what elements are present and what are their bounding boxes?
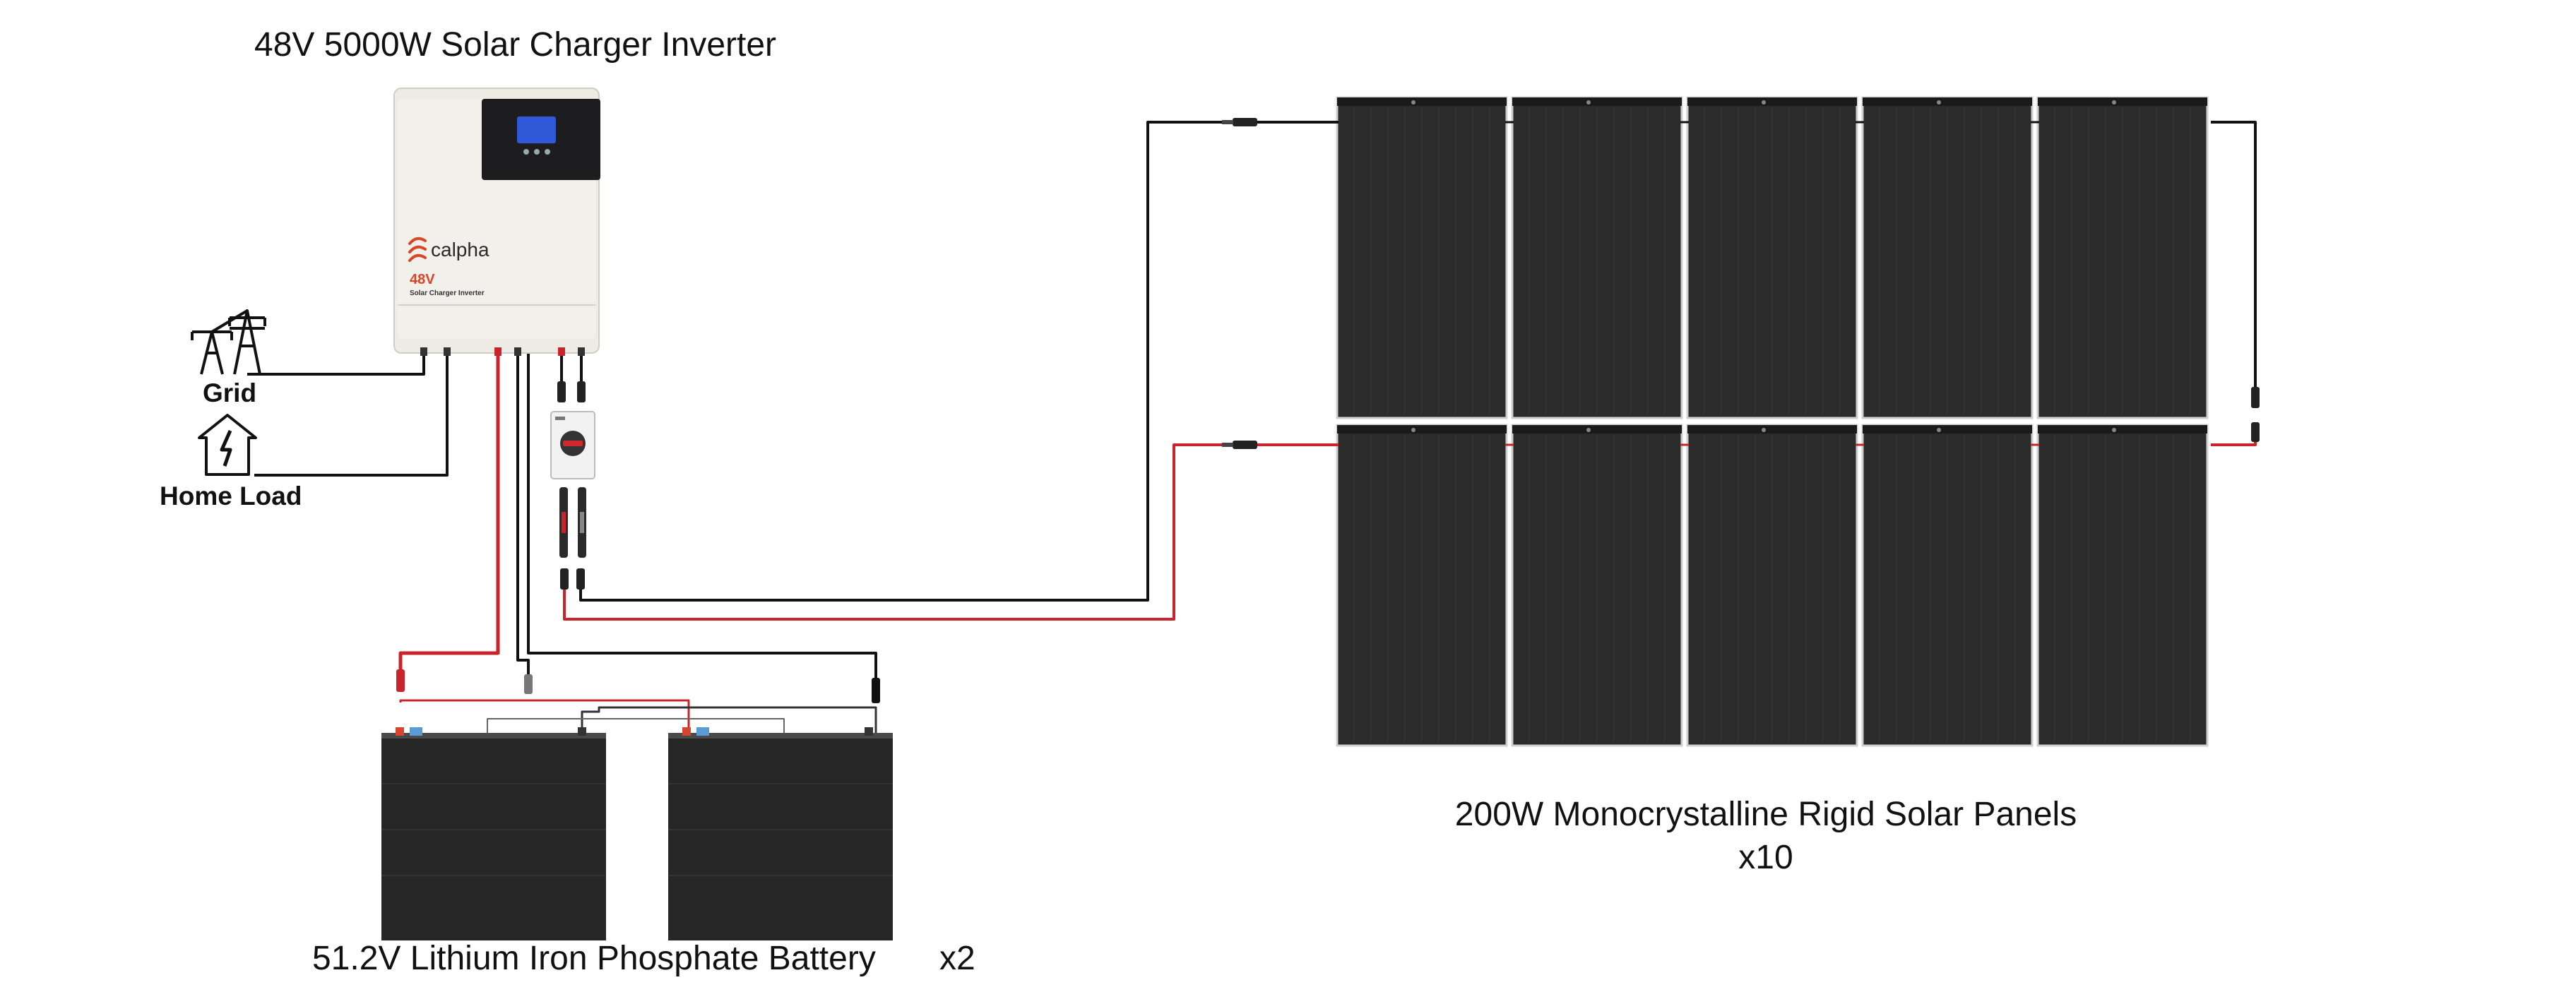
- battery-link-bus: [487, 718, 785, 733]
- solar-panel: [1686, 96, 1858, 419]
- inverter-unit: calpha 48V Solar Charger Inverter: [393, 88, 600, 356]
- inverter-title: 48V 5000W Solar Charger Inverter: [254, 26, 777, 64]
- mc4-connector-icon: [560, 568, 569, 590]
- battery-positive-lug: [396, 669, 405, 692]
- battery-link-negative: [581, 706, 877, 733]
- mc4-connector-icon: [1222, 441, 1257, 449]
- wires: [247, 121, 2257, 733]
- home-load-wire: [254, 353, 449, 477]
- solar-panel: [2036, 96, 2209, 419]
- pv-negative-wire-long: [579, 121, 1233, 602]
- battery-unit: [381, 727, 606, 940]
- home-load-label: Home Load: [160, 482, 302, 510]
- house-lightning-icon: [198, 414, 257, 476]
- mc4-connector-icon: [2251, 422, 2260, 442]
- inverter-lcd: [517, 116, 556, 143]
- transmission-tower-icon: [191, 309, 266, 375]
- mc4-connector-icon: [2251, 387, 2260, 408]
- solar-panel-array: [1336, 96, 2209, 747]
- solar-panel: [1511, 96, 1683, 419]
- pv-positive-wire-long: [563, 443, 1233, 621]
- solar-panel: [1861, 96, 2034, 419]
- battery-negative-wire-b: [527, 353, 877, 683]
- battery-caption: 51.2V Lithium Iron Phosphate Battery: [312, 940, 876, 977]
- battery-link-positive: [399, 699, 690, 733]
- calpha-logo-icon: [408, 237, 427, 262]
- battery-bank: [381, 669, 893, 940]
- solar-panel: [2036, 424, 2209, 747]
- mc4-connectors: [560, 118, 2260, 590]
- grid-wire: [247, 353, 425, 376]
- solar-panel: [1336, 96, 1508, 419]
- inverter-model-text: Solar Charger Inverter: [410, 289, 485, 297]
- mc4-connector-icon: [576, 568, 585, 590]
- solar-panel: [1861, 424, 2034, 747]
- solar-panel: [1336, 424, 1508, 747]
- battery-unit: [668, 727, 893, 940]
- inverter-brand: calpha: [431, 239, 489, 261]
- series-link-bottom: [2211, 426, 2257, 446]
- solar-panel: [1511, 424, 1683, 747]
- dc-isolator-switch-icon: [550, 381, 595, 558]
- battery-positive-wire: [398, 353, 500, 671]
- grid-label: Grid: [203, 378, 257, 407]
- battery-quantity: x2: [939, 940, 975, 977]
- battery-negative-wire: [516, 353, 530, 681]
- panel-quantity: x10: [1738, 839, 1793, 876]
- panel-caption: 200W Monocrystalline Rigid Solar Panels: [1454, 796, 2077, 833]
- mc4-connector-icon: [1222, 118, 1257, 126]
- solar-panel: [1686, 424, 1858, 747]
- battery-negative-lug-b: [872, 678, 880, 703]
- inverter-voltage-badge: 48V: [410, 272, 435, 287]
- battery-negative-lug: [524, 674, 533, 694]
- series-link-top: [2211, 121, 2257, 387]
